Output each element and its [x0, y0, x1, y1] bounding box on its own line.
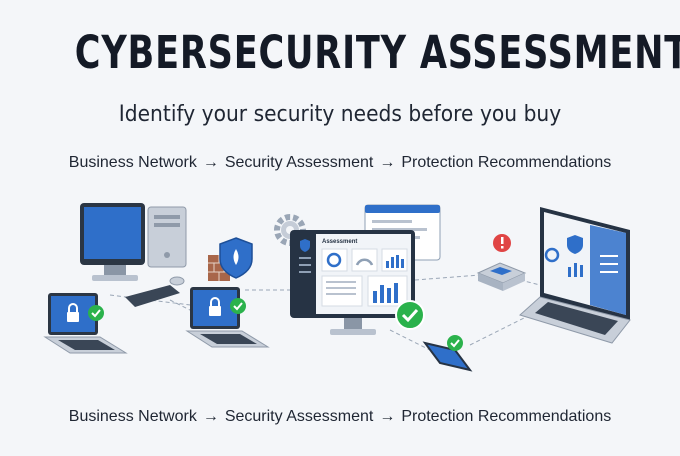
flow-top: Business Network → Security Assessment → Pro… [0, 154, 680, 172]
lock-icon [67, 303, 79, 322]
flow-step-recommendations: Protection Recommendations [401, 408, 612, 425]
flow-step-assessment: Security Assessment [224, 154, 374, 171]
page-subtitle: Identify your security needs before you … [118, 102, 562, 127]
hardware-chip [476, 234, 527, 291]
dashboard-label: Assessment [322, 239, 357, 245]
flow-step-recommendations: Protection Recommendations [401, 154, 612, 171]
lock-icon [209, 297, 221, 316]
desktop-computer [80, 203, 145, 281]
check-icon [88, 305, 104, 321]
flow-step-network: Business Network [68, 154, 197, 171]
laptop-middle [185, 287, 270, 348]
arrow-icon: → [379, 154, 396, 171]
shield-icon [300, 239, 310, 252]
flow-step-assessment: Security Assessment [224, 408, 374, 425]
check-icon [395, 300, 425, 330]
flow-bottom: Business Network → Security Assessment → Pro… [0, 408, 680, 426]
arrow-icon: → [202, 408, 219, 425]
mouse-icon [169, 276, 185, 286]
network-illustration: Assessment [43, 203, 631, 372]
arrow-icon: → [379, 408, 396, 425]
alert-icon [493, 234, 511, 252]
arrow-icon: → [202, 154, 219, 171]
server-tower [147, 206, 187, 268]
flow-step-network: Business Network [68, 408, 197, 425]
assessment-dashboard: Assessment [290, 230, 425, 335]
shield-icon [219, 237, 253, 279]
check-icon [230, 298, 246, 314]
check-icon [447, 335, 463, 351]
laptop-right [519, 207, 631, 344]
laptop-left [43, 293, 128, 354]
shield-icon [567, 235, 583, 254]
keyboard [125, 276, 185, 307]
page-title: CYBERSECURITY ASSESSMENT [74, 26, 680, 79]
smartphone [422, 335, 473, 372]
